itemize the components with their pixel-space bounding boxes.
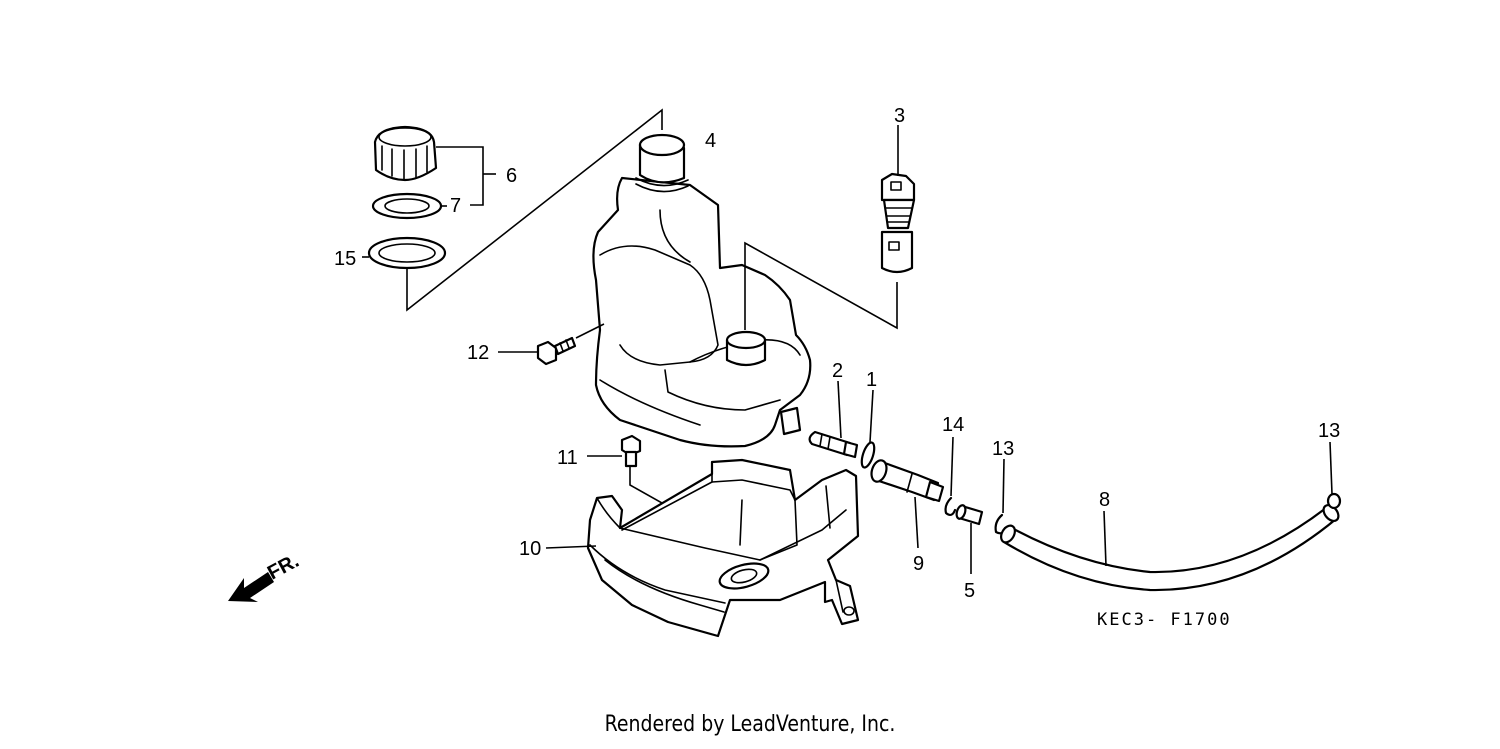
part-code: KEC3- F1700 — [1097, 610, 1232, 630]
fuel-tank[interactable] — [592, 133, 812, 448]
callout-12: 12 — [467, 342, 489, 364]
callout-5: 5 — [964, 580, 975, 602]
callout-7: 7 — [450, 195, 461, 217]
callout-1: 1 — [866, 369, 877, 391]
fuel-gauge[interactable] — [880, 172, 916, 274]
fuel-strainer[interactable] — [869, 458, 945, 503]
callout-14: 14 — [942, 414, 964, 436]
tank-tray[interactable] — [586, 458, 860, 638]
o-ring[interactable] — [859, 441, 877, 469]
callout-8: 8 — [1099, 489, 1110, 511]
callout-11: 11 — [557, 447, 578, 469]
hose-clip-14[interactable] — [944, 496, 957, 517]
front-direction-arrow: FR. — [228, 550, 303, 602]
joint-pipe[interactable] — [955, 504, 984, 526]
cap-gasket[interactable] — [371, 192, 443, 220]
seal-ring[interactable] — [367, 236, 447, 270]
fuel-joint[interactable] — [808, 430, 859, 459]
callout-15: 15 — [334, 248, 356, 270]
flange-bolt-12[interactable] — [536, 336, 577, 366]
callout-9: 9 — [913, 553, 924, 575]
callout-13a: 13 — [992, 438, 1014, 460]
fuel-cap[interactable] — [373, 125, 438, 182]
fuel-tube[interactable] — [998, 502, 1341, 592]
hose-clip-13b[interactable] — [1326, 492, 1342, 510]
callout-10: 10 — [519, 538, 541, 560]
callout-6: 6 — [506, 165, 517, 187]
callout-3: 3 — [894, 105, 905, 127]
callout-2: 2 — [832, 360, 843, 382]
footer-credit: Rendered by LeadVenture, Inc. — [604, 712, 896, 737]
flange-bolt-11[interactable] — [620, 434, 642, 468]
callout-13b: 13 — [1318, 420, 1340, 442]
callout-4: 4 — [705, 130, 716, 152]
